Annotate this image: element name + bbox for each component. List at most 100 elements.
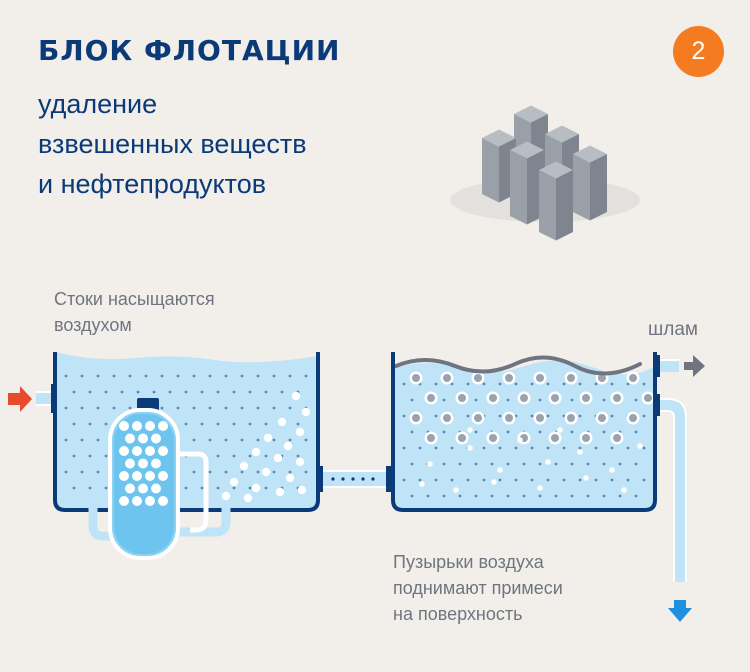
water-dot [200, 486, 204, 490]
water-dot [514, 382, 518, 386]
building-left [482, 138, 499, 203]
small-bubble [557, 427, 563, 433]
saturator-bubble [145, 496, 155, 506]
impurity-particle [613, 434, 621, 442]
water-dot [594, 478, 598, 482]
water-dot [96, 406, 100, 410]
water-dot [64, 438, 68, 442]
water-dot [610, 414, 614, 418]
water-dot [586, 462, 590, 466]
impurity-particle [427, 394, 435, 402]
page-title: БЛОК ФЛОТАЦИИ [38, 34, 341, 67]
water-dot [288, 470, 292, 474]
water-dot [530, 446, 534, 450]
impurity-particle [489, 394, 497, 402]
impurity-particle [443, 374, 451, 382]
water-dot [554, 494, 558, 498]
bubbles-note: Пузырьки воздуха поднимают примеси на по… [393, 549, 563, 627]
page-subtitle: удаление взвешенных веществ и нефтепроду… [38, 84, 398, 204]
air-bubble [243, 493, 253, 503]
water-dot [498, 478, 502, 482]
water-dot [634, 398, 638, 402]
water-dot [506, 430, 510, 434]
water-dot [546, 414, 550, 418]
water-dot [288, 406, 292, 410]
water-dot [506, 462, 510, 466]
water-dot [538, 462, 542, 466]
water-dot [264, 486, 268, 490]
water-dot [554, 462, 558, 466]
water-dot [442, 430, 446, 434]
impurity-particle [458, 434, 466, 442]
water-dot [602, 398, 606, 402]
small-bubble [545, 459, 551, 465]
air-bubble [251, 447, 261, 457]
water-dot [128, 374, 132, 378]
water-dot [96, 438, 100, 442]
saturator-bubble [145, 421, 155, 431]
water-dot [546, 478, 550, 482]
saturator-bubble [138, 483, 148, 494]
saturation-tank [53, 352, 320, 512]
saturator-bubbles [119, 421, 168, 506]
flotation-tank-bubbles [409, 371, 655, 493]
building-left [573, 154, 590, 221]
impurity-particle [412, 414, 420, 422]
water-dot [288, 374, 292, 378]
buildings-icon [450, 105, 640, 241]
water-dot [248, 454, 252, 458]
water-dot [570, 398, 574, 402]
water-dot [578, 446, 582, 450]
water-dot [546, 382, 550, 386]
water-dot [490, 462, 494, 466]
impurity-particle [505, 374, 513, 382]
water-dot [626, 478, 630, 482]
water-dot [232, 486, 236, 490]
water-dot [602, 430, 606, 434]
water-dot [578, 382, 582, 386]
water-dot [80, 438, 84, 442]
water-dot [104, 390, 108, 394]
water-dot [450, 446, 454, 450]
impurity-particle [629, 374, 637, 382]
water-dot [514, 446, 518, 450]
water-dot [402, 446, 406, 450]
water-dot [64, 406, 68, 410]
water-dot [434, 382, 438, 386]
water-dot [200, 390, 204, 394]
water-dot [64, 374, 68, 378]
water-dot [626, 446, 630, 450]
saturation-tank-wall [53, 352, 320, 512]
water-dot [160, 406, 164, 410]
air-bubble [297, 485, 307, 495]
inlet-arrow-icon [8, 386, 32, 412]
water-dot [232, 454, 236, 458]
impurity-particle [427, 434, 435, 442]
water-dot [256, 374, 260, 378]
water-dot [216, 486, 220, 490]
water-dot [272, 406, 276, 410]
air-bubble [251, 483, 261, 493]
water-dot [72, 390, 76, 394]
water-dot [88, 454, 92, 458]
water-dot [296, 454, 300, 458]
saturator-bubble [132, 496, 142, 506]
saturator-bubble [132, 471, 142, 481]
water-dot [642, 446, 646, 450]
impurity-particle [520, 394, 528, 402]
water-dot [530, 414, 534, 418]
saturator-bubble [158, 496, 168, 506]
water-dot [224, 438, 228, 442]
water-dot [490, 494, 494, 498]
water-dot [530, 382, 534, 386]
water-dot [642, 414, 646, 418]
water-dot [96, 470, 100, 474]
subtitle-line-3: и нефтепродуктов [38, 169, 267, 199]
inlet-pipe [36, 384, 57, 413]
water-dot [88, 422, 92, 426]
water-dot [184, 390, 188, 394]
water-dot [482, 446, 486, 450]
water-dot [200, 422, 204, 426]
saturator-bubble [151, 458, 161, 469]
bubbles-note-line-1: Пузырьки воздуха [393, 552, 544, 572]
